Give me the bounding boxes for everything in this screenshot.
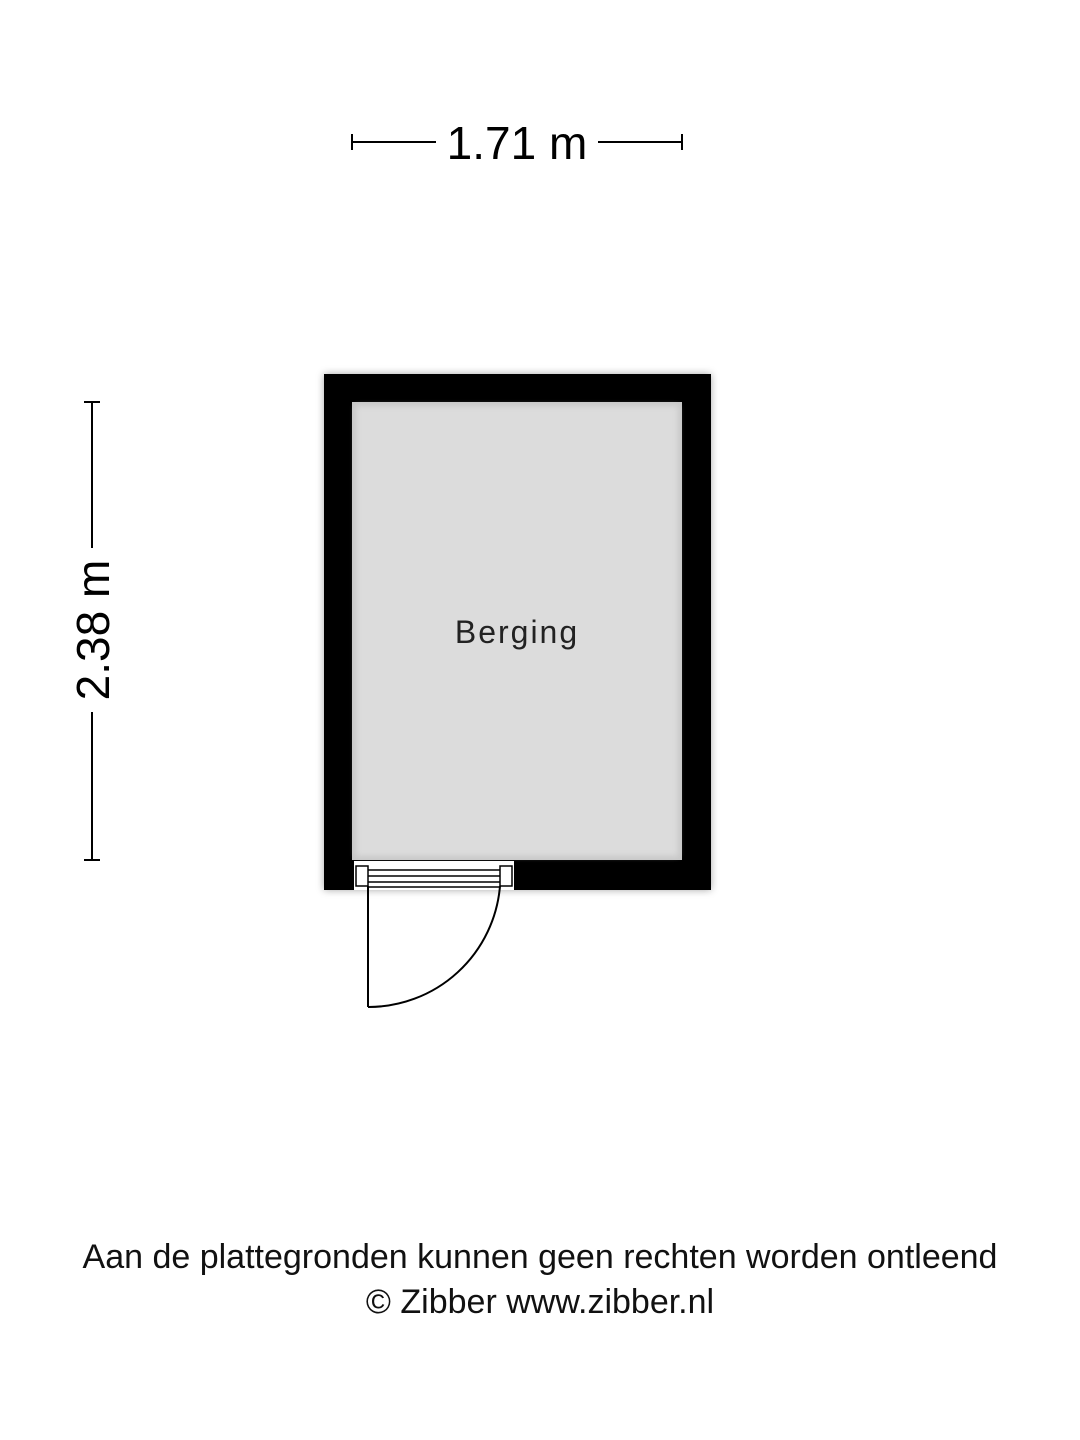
width-dimension: 1.71 m bbox=[351, 117, 683, 169]
room-berging: Berging bbox=[324, 374, 711, 1009]
width-dimension-label: 1.71 m bbox=[447, 117, 588, 169]
footer-disclaimer: Aan de plattegronden kunnen geen rechten… bbox=[82, 1238, 998, 1276]
door-swing-arc bbox=[367, 885, 501, 1009]
door-frame-left bbox=[355, 865, 369, 887]
room-label: Berging bbox=[455, 614, 579, 650]
room-floor bbox=[356, 406, 678, 856]
door-frame-right bbox=[499, 865, 513, 887]
height-dimension: 2.38 m bbox=[67, 401, 119, 861]
footer-credit: © Zibber www.zibber.nl bbox=[365, 1283, 715, 1321]
height-dimension-label: 2.38 m bbox=[67, 560, 119, 701]
